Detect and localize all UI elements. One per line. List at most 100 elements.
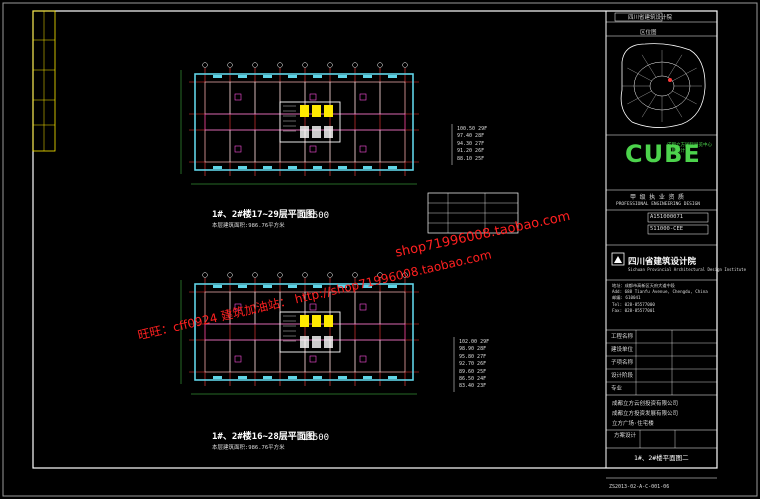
tb-row-label: 子项名称 (611, 360, 634, 366)
lower-plan-title: 1#、2#楼16~28层平面图 (212, 432, 315, 442)
fixture (309, 355, 317, 363)
map-site-marker (668, 78, 672, 82)
map-road (627, 90, 652, 105)
window-bottom (338, 376, 347, 379)
window-bottom (313, 166, 322, 169)
qualification-en: PROFESSIONAL ENGINEERING DESIGN (616, 202, 700, 207)
fixture (359, 93, 367, 101)
elevator-shaft (324, 105, 333, 117)
level-row: 92.70 26F (459, 361, 487, 368)
window-bottom (288, 376, 297, 379)
tb-header-label: 四川省建筑设计院 (628, 15, 673, 21)
axis-bubble (252, 62, 258, 68)
room-bottom (354, 339, 381, 373)
window-top (338, 285, 347, 288)
tb-map-label: 区位图 (640, 30, 657, 36)
upper-level-list: 100.50 29F 97.40 28F 94.30 27F 91.20 26F… (457, 126, 487, 163)
window-top (213, 75, 222, 78)
floor-plan-lower (180, 272, 419, 395)
window-top (388, 285, 397, 288)
axis-bubble (302, 272, 308, 278)
address-line: Fax: 028-85577001 (612, 307, 655, 313)
tb-stage: 方案设计 (614, 433, 637, 439)
axis-bubble (277, 62, 283, 68)
window-bottom (313, 376, 322, 379)
window-top (263, 75, 272, 78)
level-row: 102.00 29F (459, 339, 490, 345)
axis-bubble (352, 272, 358, 278)
sheet-title: 1#、2#楼平面图二 (634, 454, 689, 462)
header-label-box (614, 12, 663, 22)
tb-row-label: 专业 (611, 386, 623, 392)
window-bottom (288, 166, 297, 169)
window-top (338, 75, 347, 78)
room-top (354, 81, 381, 115)
institute-en: Sichuan Provincial Architectural Design … (628, 267, 747, 272)
room-bottom (229, 339, 256, 373)
cert-box (647, 224, 709, 235)
room-top (329, 81, 356, 115)
legend-table (427, 192, 519, 234)
tb-row-label: 工程名称 (611, 334, 634, 340)
core-wall (279, 311, 341, 353)
window-top (363, 285, 372, 288)
institute-logo-icon (611, 252, 625, 266)
fixture (309, 93, 317, 101)
room-bottom (329, 339, 356, 373)
level-row: 94.30 27F (457, 140, 485, 147)
level-row: 91.20 26F (457, 148, 485, 155)
map-road (641, 54, 657, 78)
window-bottom (338, 166, 347, 169)
axis-bubble (352, 62, 358, 68)
level-row: 83.40 23F (459, 383, 487, 390)
room-bottom (204, 339, 231, 373)
fixture (234, 93, 242, 101)
fixture (234, 303, 242, 311)
axis-bubble (202, 272, 208, 278)
window-top (313, 285, 322, 288)
room-bottom (229, 129, 256, 163)
location-map (620, 43, 706, 128)
upper-plan-title: 1#、2#楼17~29层平面图 (212, 210, 315, 220)
map-ring-outer (620, 43, 706, 128)
window-top (288, 75, 297, 78)
axis-bubble (327, 272, 333, 278)
room-top (229, 81, 256, 115)
map-road (667, 94, 683, 118)
window-bottom (388, 166, 397, 169)
fixture (309, 303, 317, 311)
window-bottom (213, 376, 222, 379)
institute-name: 四川省建筑设计院 (628, 257, 697, 267)
window-top (363, 75, 372, 78)
map-road (641, 94, 657, 118)
axis-bubble (252, 272, 258, 278)
axis-bubble (377, 272, 383, 278)
stair-tread (324, 126, 333, 138)
map-road (672, 90, 697, 105)
address-line: Add: 688 Tianfu Avenue, Chengdu, China (612, 289, 708, 295)
tb-subproject: 立方广场·住宅楼 (612, 421, 654, 427)
cube-subtext: 成都立方国际展览中心 项目设计 (667, 143, 712, 155)
level-row: 86.50 24F (459, 376, 487, 383)
room-bottom (379, 339, 406, 373)
address-line: Tel: 028-85577000 (612, 301, 655, 307)
tb-row-label: 设计阶段 (611, 373, 634, 379)
level-row: 98.90 28F (459, 346, 487, 353)
window-bottom (238, 376, 247, 379)
window-bottom (263, 376, 272, 379)
axis-bubble (377, 62, 383, 68)
axis-bubble (227, 62, 233, 68)
cert-no-2: 511000-CEE (650, 226, 684, 232)
room-top (379, 291, 406, 325)
stair-tread (300, 336, 309, 348)
floor-plan-upper (180, 62, 419, 185)
room-top (354, 291, 381, 325)
room-top (254, 81, 281, 115)
cert-no-1: A151000071 (650, 214, 684, 220)
window-bottom (363, 166, 372, 169)
window-top (238, 75, 247, 78)
address-line: 地址：成都市高新区天府大道中段 (612, 283, 675, 288)
window-bottom (213, 166, 222, 169)
axis-bubble (277, 272, 283, 278)
